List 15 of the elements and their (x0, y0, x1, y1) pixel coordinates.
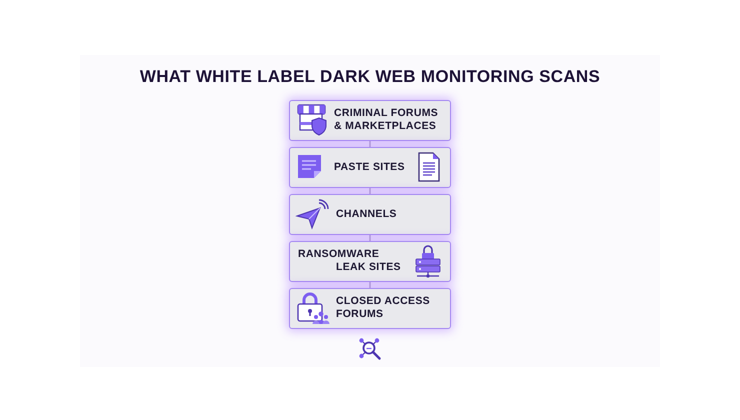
category-label: CRIMINAL FORUMS & MARKETPLACES (334, 107, 440, 133)
connector-line (369, 235, 371, 241)
category-box (289, 147, 451, 188)
category-box (289, 241, 451, 282)
category-label: RANSOMWARE LEAK SITES (298, 248, 402, 274)
category-label: CLOSED ACCESS FORUMS (336, 295, 431, 321)
connector-line (369, 141, 371, 147)
category-label: CHANNELS (336, 208, 398, 220)
category-box (289, 100, 451, 141)
category-label: PASTE SITES (334, 160, 406, 174)
diagram-title: WHAT WHITE LABEL DARK WEB MONITORING SCANS (138, 67, 602, 87)
category-box (289, 194, 451, 235)
connector-line (369, 282, 371, 288)
connector-line (369, 188, 371, 194)
category-box (289, 288, 451, 329)
